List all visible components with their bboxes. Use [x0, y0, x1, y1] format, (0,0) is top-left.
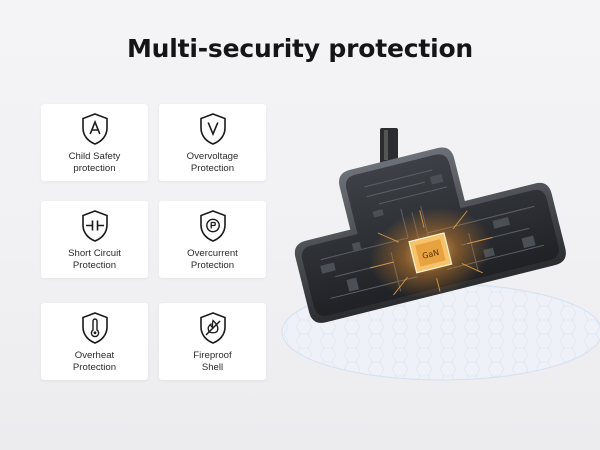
plug-prongs — [380, 128, 398, 164]
shield-overcurrent-icon — [198, 209, 228, 243]
shield-letter-v-icon — [198, 112, 228, 146]
shield-short-circuit-icon — [80, 209, 110, 243]
shield-thermometer-icon — [80, 311, 110, 345]
shield-letter-a-icon — [80, 112, 110, 146]
charger-body: GaN — [294, 147, 566, 323]
shield-flame-icon — [198, 311, 228, 345]
gan-chip-label: GaN — [421, 248, 440, 261]
page-title: Multi-security protection — [126, 34, 474, 63]
charger-product-image: GaN — [272, 110, 600, 410]
